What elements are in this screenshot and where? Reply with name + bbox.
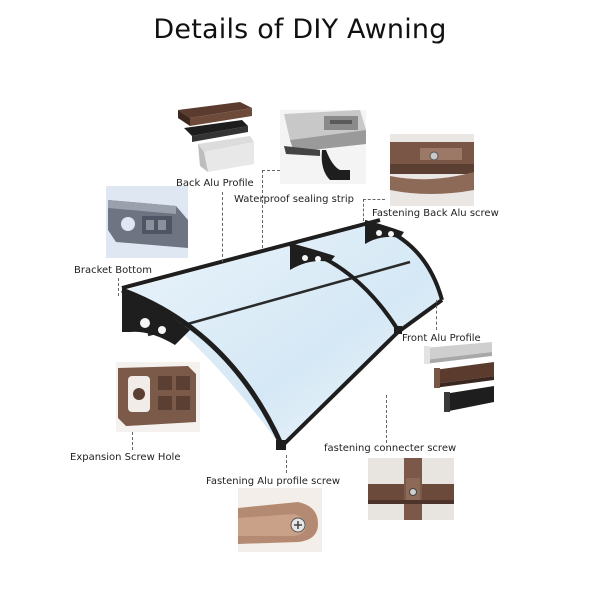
- leader-connecter: [386, 395, 387, 443]
- leader-fastening-back-h: [363, 199, 385, 200]
- left-bracket: [122, 288, 190, 345]
- thumb-fastening-back-alu-screw: [390, 134, 474, 206]
- label-fastening-alu-profile-screw: Fastening Alu profile screw: [206, 476, 341, 487]
- thumb-bracket-bottom: [106, 186, 188, 258]
- thumb-front-alu-profile: [410, 340, 494, 416]
- leader-waterproof-h: [262, 170, 280, 171]
- label-front-alu-profile: Front Alu Profile: [402, 333, 481, 344]
- polycarbonate-panel: [125, 222, 442, 445]
- label-bracket-bottom: Bracket Bottom: [74, 265, 152, 276]
- label-fastening-back-alu-screw: Fastening Back Alu screw: [372, 208, 499, 219]
- thumb-waterproof-sealing-strip: [280, 110, 366, 184]
- thumb-expansion-screw-hole: [116, 362, 200, 432]
- back-alu-profile: [121, 218, 381, 290]
- leader-bracket-bottom: [118, 278, 119, 296]
- leader-fastening-back: [363, 199, 364, 221]
- leader-alu-profile-screw: [286, 455, 287, 473]
- label-fastening-connecter-screw: fastening connecter screw: [324, 443, 457, 454]
- left-bracket-arc: [121, 287, 285, 448]
- diagram-title: Details of DIY Awning: [153, 14, 447, 45]
- leader-front-alu: [436, 300, 437, 330]
- thumb-fastening-connecter-screw: [368, 458, 454, 520]
- thumb-fastening-alu-profile-screw: [238, 488, 322, 552]
- label-waterproof-sealing-strip: Waterproof sealing strip: [234, 194, 355, 205]
- label-expansion-screw-hole: Expansion Screw Hole: [70, 452, 181, 463]
- leader-back-alu: [222, 192, 223, 262]
- thumb-back-alu-profile: [170, 100, 254, 172]
- panel-divider: [147, 260, 411, 337]
- leader-waterproof: [262, 170, 263, 248]
- leader-expansion: [132, 432, 133, 450]
- label-back-alu-profile: Back Alu Profile: [176, 178, 254, 189]
